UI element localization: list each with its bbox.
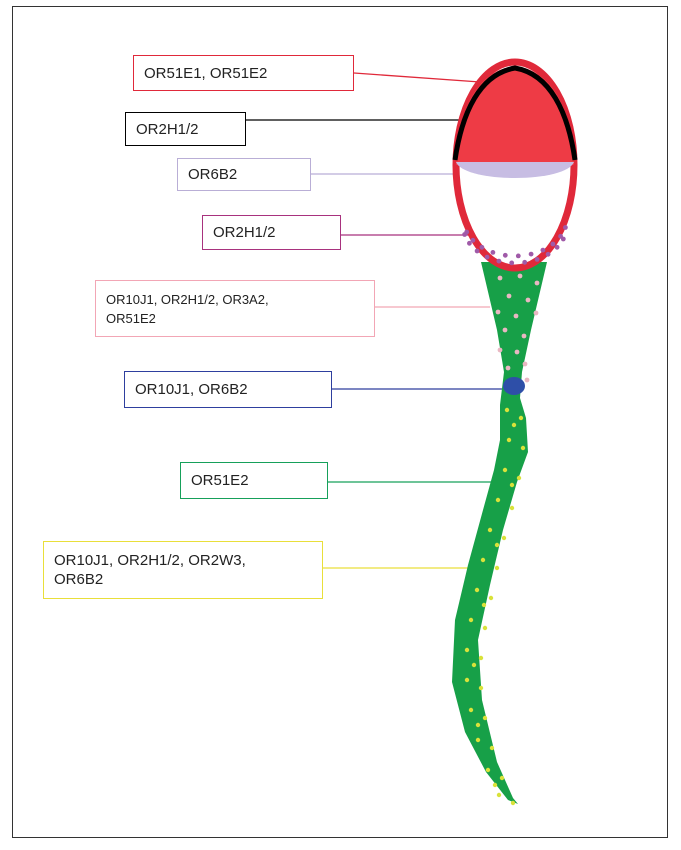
- dot: [464, 230, 469, 235]
- dot: [505, 408, 509, 412]
- label-midpiece: OR51E2: [180, 462, 328, 499]
- dot: [561, 237, 566, 242]
- dot: [529, 252, 534, 257]
- label-acrosome-outer: OR2H1/2: [125, 112, 246, 146]
- dot: [507, 438, 511, 442]
- label-acrosome-cap: OR51E1, OR51E2: [133, 55, 354, 91]
- dot: [534, 311, 539, 316]
- dot: [521, 446, 525, 450]
- dot: [493, 783, 497, 787]
- dot: [471, 238, 476, 243]
- dot: [498, 348, 503, 353]
- dot: [546, 252, 551, 257]
- dot: [479, 686, 483, 690]
- dot: [510, 506, 514, 510]
- dot: [516, 254, 521, 259]
- dot: [479, 656, 483, 660]
- dot: [522, 334, 527, 339]
- dot: [526, 298, 531, 303]
- dot: [535, 281, 540, 286]
- label-post-acrosomal: OR2H1/2: [202, 215, 341, 250]
- midpiece-node: [503, 377, 525, 395]
- dot: [514, 314, 519, 319]
- label-neck: OR10J1, OR2H1/2, OR3A2, OR51E2: [95, 280, 375, 337]
- dot: [489, 596, 493, 600]
- dot: [503, 328, 508, 333]
- dot: [472, 663, 476, 667]
- dot: [465, 648, 469, 652]
- dot: [511, 801, 515, 805]
- dot: [485, 255, 490, 260]
- dot: [495, 543, 499, 547]
- dot: [498, 276, 503, 281]
- dot: [503, 253, 508, 258]
- dot: [500, 776, 504, 780]
- dot: [495, 566, 499, 570]
- dot: [469, 618, 473, 622]
- dot: [555, 245, 560, 250]
- leader-line-acrosome-cap: [354, 73, 480, 82]
- acrosome-cap: [456, 66, 574, 165]
- dot: [563, 225, 568, 230]
- dot: [476, 723, 480, 727]
- dot: [488, 528, 492, 532]
- dot: [506, 366, 511, 371]
- dot: [525, 378, 530, 383]
- dot: [497, 259, 502, 264]
- dot: [512, 423, 516, 427]
- dot: [496, 498, 500, 502]
- sperm-body: [452, 262, 547, 804]
- dot: [496, 310, 501, 315]
- dot: [486, 768, 490, 772]
- dot: [490, 746, 494, 750]
- dot: [517, 476, 521, 480]
- dot: [535, 257, 540, 262]
- dot: [497, 793, 501, 797]
- dot: [483, 626, 487, 630]
- label-midpiece-node: OR10J1, OR6B2: [124, 371, 332, 408]
- label-equatorial-segment: OR6B2: [177, 158, 311, 191]
- dot: [510, 483, 514, 487]
- dot: [551, 242, 556, 247]
- dot: [482, 603, 486, 607]
- dot: [483, 716, 487, 720]
- dot: [541, 248, 546, 253]
- dot: [476, 738, 480, 742]
- dot: [481, 558, 485, 562]
- dot: [509, 261, 514, 266]
- dot: [522, 260, 527, 265]
- dot: [518, 274, 523, 279]
- dot: [475, 588, 479, 592]
- dot: [515, 350, 520, 355]
- dot: [475, 249, 480, 254]
- dot: [469, 708, 473, 712]
- dot: [465, 678, 469, 682]
- dot: [502, 536, 506, 540]
- label-tail: OR10J1, OR2H1/2, OR2W3, OR6B2: [43, 541, 323, 599]
- dot: [519, 416, 523, 420]
- dot: [523, 362, 528, 367]
- dot: [507, 294, 512, 299]
- dot: [480, 245, 485, 250]
- dot: [491, 250, 496, 255]
- dot: [503, 468, 507, 472]
